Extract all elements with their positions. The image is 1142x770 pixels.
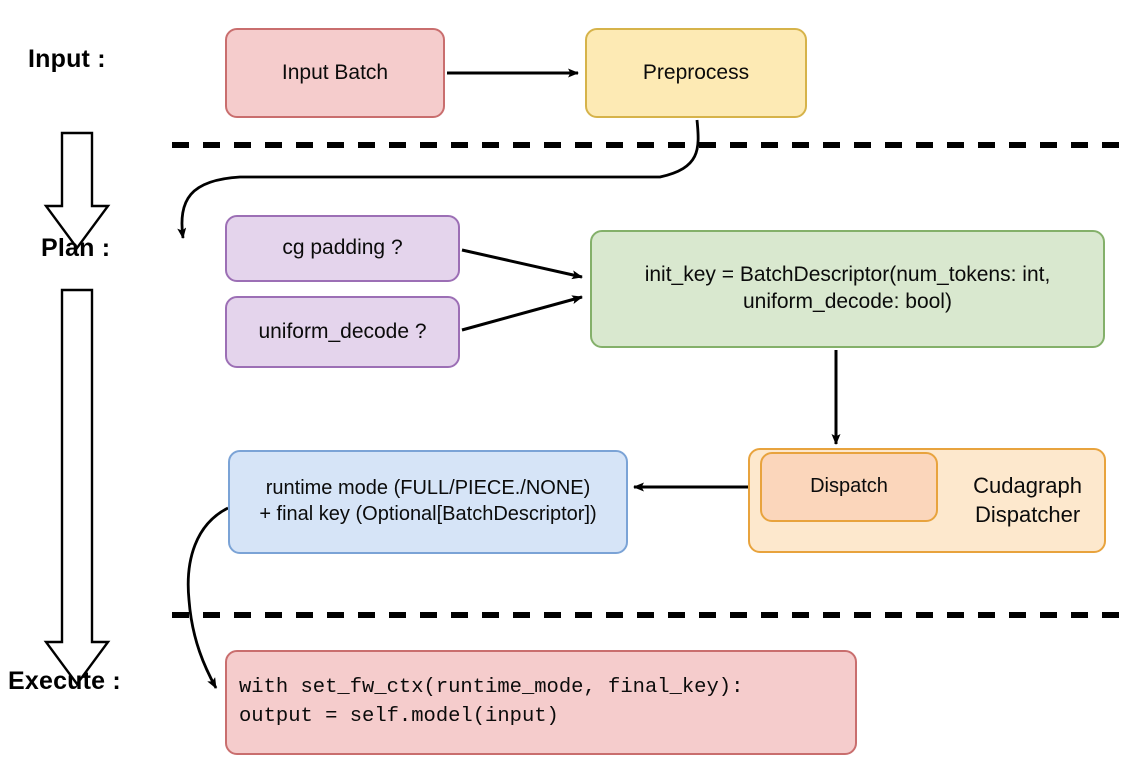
stage-label-plan: Plan : [41, 234, 111, 262]
node-cg-padding-label: cg padding ? [282, 236, 403, 260]
node-dispatch-label: Dispatch [810, 475, 888, 498]
node-runtime-mode[interactable]: runtime mode (FULL/PIECE./NONE) + final … [228, 450, 628, 554]
node-cg-padding[interactable]: cg padding ? [225, 215, 460, 282]
node-dispatch[interactable]: Dispatch [760, 452, 938, 522]
node-input-batch-label: Input Batch [281, 60, 389, 84]
edge-uniform-decode-to-init-key [461, 295, 583, 332]
stage-label-execute: Execute : [8, 667, 121, 695]
node-uniform-decode-label: uniform_decode ? [258, 319, 427, 343]
node-init-key-label: init_key = BatchDescriptor(num_tokens: i… [644, 263, 1051, 313]
stage-label-input: Input : [28, 45, 106, 73]
edge-preprocess-to-plan [177, 119, 700, 239]
edge-runtime-mode-to-code-block [186, 506, 229, 689]
node-input-batch[interactable]: Input Batch [225, 28, 445, 118]
node-code-block[interactable]: with set_fw_ctx(runtime_mode, final_key)… [225, 650, 857, 755]
node-uniform-decode[interactable]: uniform_decode ? [225, 296, 460, 368]
node-cudagraph-dispatcher-label: Cudagraph Dispatcher [973, 473, 1082, 527]
node-runtime-mode-label: runtime mode (FULL/PIECE./NONE) + final … [259, 477, 597, 525]
node-init-key[interactable]: init_key = BatchDescriptor(num_tokens: i… [590, 230, 1105, 348]
plan-to-execute-arrow [43, 288, 111, 687]
node-preprocess[interactable]: Preprocess [585, 28, 807, 118]
node-code-block-label: with set_fw_ctx(runtime_mode, final_key)… [239, 675, 744, 728]
edge-cg-padding-to-init-key [461, 248, 583, 280]
input-to-plan-arrow [43, 131, 111, 251]
node-preprocess-label: Preprocess [642, 60, 750, 84]
